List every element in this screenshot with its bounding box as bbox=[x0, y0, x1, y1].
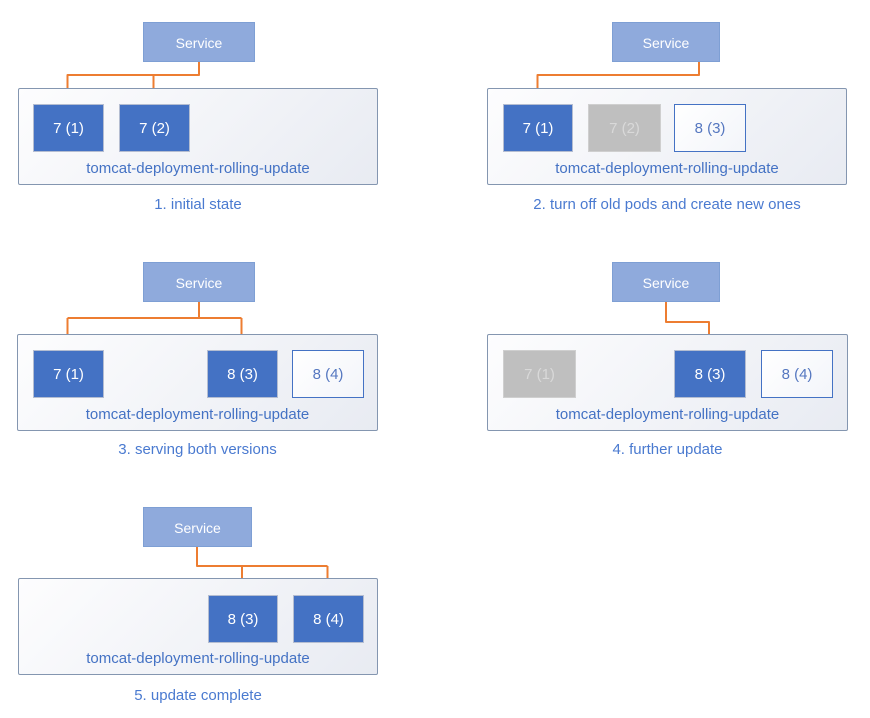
pod-7-2: 7 (2) bbox=[588, 104, 661, 152]
service-box: Service bbox=[143, 22, 255, 62]
deployment-label: tomcat-deployment-rolling-update bbox=[86, 160, 310, 177]
pod-7-1: 7 (1) bbox=[503, 104, 573, 152]
panel-caption: 2. turn off old pods and create new ones bbox=[533, 196, 801, 213]
pod-8-4: 8 (4) bbox=[761, 350, 833, 398]
panel-caption: 5. update complete bbox=[134, 687, 262, 704]
deployment-label: tomcat-deployment-rolling-update bbox=[86, 650, 310, 667]
deployment-box: 7 (1) 8 (3) 8 (4) tomcat-deployment-roll… bbox=[487, 334, 848, 431]
pod-8-3: 8 (3) bbox=[674, 104, 746, 152]
panel-caption: 3. serving both versions bbox=[118, 441, 277, 458]
deployment-box: 7 (1) 7 (2) 8 (3) tomcat-deployment-roll… bbox=[487, 88, 847, 185]
pod-8-4: 8 (4) bbox=[293, 595, 364, 643]
service-box: Service bbox=[612, 22, 720, 62]
pod-7-1: 7 (1) bbox=[33, 104, 104, 152]
deployment-label: tomcat-deployment-rolling-update bbox=[85, 406, 310, 423]
panel-caption: 1. initial state bbox=[154, 196, 242, 213]
pod-8-3: 8 (3) bbox=[208, 595, 278, 643]
traffic-line bbox=[665, 302, 710, 337]
pod-8-4: 8 (4) bbox=[292, 350, 364, 398]
panel-caption: 4. further update bbox=[612, 441, 723, 458]
deployment-label: tomcat-deployment-rolling-update bbox=[555, 160, 779, 177]
deployment-box: 7 (1) 8 (3) 8 (4) tomcat-deployment-roll… bbox=[17, 334, 378, 431]
pod-8-3: 8 (3) bbox=[674, 350, 746, 398]
pod-7-1: 7 (1) bbox=[33, 350, 104, 398]
pod-7-2: 7 (2) bbox=[119, 104, 190, 152]
service-box: Service bbox=[143, 507, 252, 547]
pod-7-1: 7 (1) bbox=[503, 350, 576, 398]
service-box: Service bbox=[612, 262, 720, 302]
deployment-box: 7 (1) 7 (2) tomcat-deployment-rolling-up… bbox=[18, 88, 378, 185]
deployment-box: 8 (3) 8 (4) tomcat-deployment-rolling-up… bbox=[18, 578, 378, 675]
traffic-line bbox=[66, 302, 243, 337]
service-box: Service bbox=[143, 262, 255, 302]
deployment-label: tomcat-deployment-rolling-update bbox=[555, 406, 780, 423]
pod-8-3: 8 (3) bbox=[207, 350, 278, 398]
traffic-line bbox=[196, 547, 329, 581]
